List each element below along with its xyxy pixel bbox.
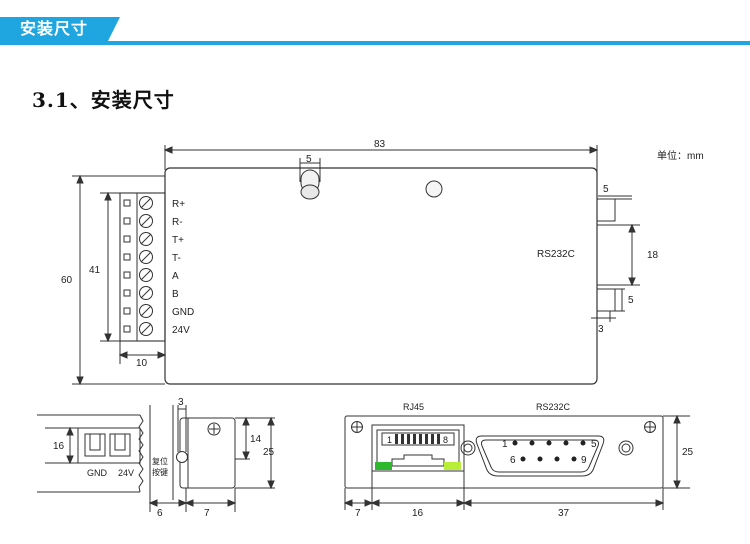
terminal-label: B <box>172 289 179 300</box>
dim-total-height: 60 <box>61 275 73 286</box>
dim-rj45-width: 16 <box>412 508 424 519</box>
rs232c-front-label: RS232C <box>536 402 571 412</box>
terminal-label: GND <box>172 307 194 318</box>
dim-terminal-width: 10 <box>136 358 148 369</box>
db9-port <box>475 435 605 477</box>
device-front-view <box>344 415 664 489</box>
title-banner-shape <box>0 17 120 41</box>
dim-power-height: 16 <box>53 441 65 452</box>
device-body-top-view <box>164 167 598 385</box>
dim-overall-width: 83 <box>374 139 386 150</box>
dim-db9-width: 37 <box>558 508 570 519</box>
power-label-24v: 24V <box>118 468 134 478</box>
dim-side-total-height: 25 <box>263 447 275 458</box>
dim-connector-depth: 3 <box>598 324 604 335</box>
terminal-block <box>119 192 166 342</box>
dim-front-total-height: 25 <box>682 447 694 458</box>
terminal-label: T- <box>172 253 181 264</box>
terminal-label: T+ <box>172 235 184 246</box>
dim-tab-height: 14 <box>250 434 262 445</box>
terminal-label: R- <box>172 217 183 228</box>
dim-width-left: 6 <box>157 508 163 519</box>
db9-pin-label: 1 <box>502 439 508 450</box>
dim-terminal-span: 41 <box>89 265 101 276</box>
title-banner-rule <box>0 41 750 45</box>
terminal-label: 24V <box>172 325 190 336</box>
unit-label: 单位：mm <box>657 149 704 162</box>
dim-connector-bottom: 5 <box>628 295 634 306</box>
reset-label-line1: 复位 <box>152 456 168 466</box>
terminal-label: R+ <box>172 199 185 210</box>
dim-knob-width: 5 <box>306 154 312 165</box>
activity-led <box>444 462 461 470</box>
terminal-label: A <box>172 271 179 282</box>
dim-gap: 3 <box>178 397 184 408</box>
db9-pin-label: 9 <box>581 455 587 466</box>
power-connector <box>77 427 141 464</box>
dim-connector-top: 5 <box>603 184 609 195</box>
dim-front-left-margin: 7 <box>355 508 361 519</box>
section-title: 3.1、安装尺寸 <box>32 88 175 112</box>
rj45-label: RJ45 <box>403 402 424 412</box>
link-led <box>375 462 392 470</box>
db9-pin-label: 6 <box>510 455 516 466</box>
power-label-gnd: GND <box>87 468 108 478</box>
dim-connector-height: 18 <box>647 250 659 261</box>
rj45-pin-last: 8 <box>443 435 448 445</box>
db9-pin-label: 5 <box>591 439 597 450</box>
rs232c-side-label: RS232C <box>537 249 575 260</box>
banner-title: 安装尺寸 <box>20 19 89 38</box>
dim-width-right: 7 <box>204 508 210 519</box>
reset-label-line2: 按键 <box>152 467 168 477</box>
rj45-pin-first: 1 <box>387 435 392 445</box>
